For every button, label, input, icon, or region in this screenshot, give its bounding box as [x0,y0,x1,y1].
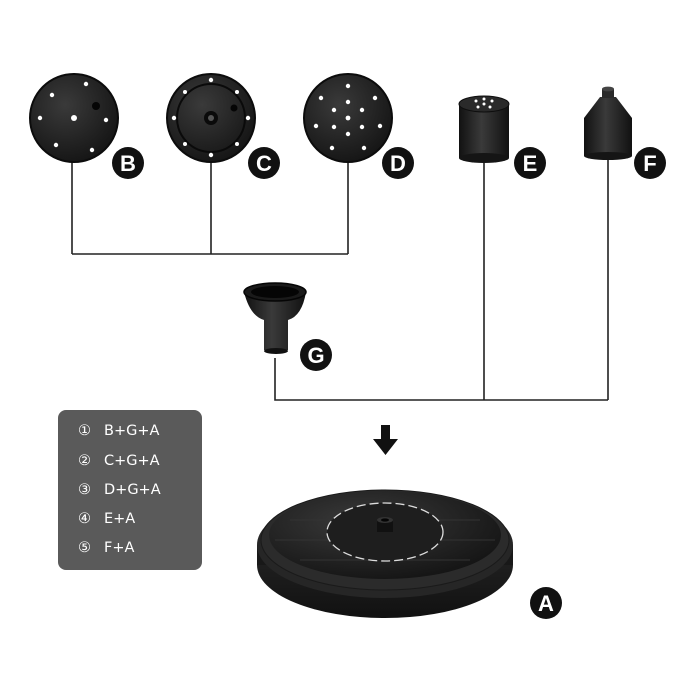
legend-combo: C+G+A [104,453,160,469]
legend-item: ② C+G+A [78,450,160,472]
legend-item: ③ D+G+A [78,479,161,501]
nozzle-c [166,73,256,163]
badge-b-label: B [120,151,136,176]
fountain-base-a [257,489,513,618]
badge-c: C [248,147,280,179]
badge-d: D [382,147,414,179]
combination-legend: ① B+G+A ② C+G+A ③ D+G+A ④ E+A ⑤ F+A [58,410,202,570]
badge-d-label: D [390,151,406,176]
badge-a-label: A [538,591,554,616]
badge-c-label: C [256,151,272,176]
legend-item: ⑤ F+A [78,537,134,559]
badge-e: E [514,147,546,179]
legend-number: ② [78,453,91,469]
legend-combo: E+A [104,511,136,527]
legend-number: ⑤ [78,540,91,556]
legend-number: ④ [78,511,91,527]
legend-number: ③ [78,482,91,498]
legend-combo: D+G+A [104,482,161,498]
legend-combo: F+A [104,540,135,556]
legend-item: ④ E+A [78,508,135,530]
badge-e-label: E [523,151,538,176]
badge-b: B [112,147,144,179]
connector-g [274,358,608,401]
nozzle-d [303,73,393,163]
nozzle-f [584,86,632,160]
badge-a: A [530,587,562,619]
connector-lines [71,160,609,401]
down-arrow-icon [373,425,398,455]
badge-f: F [634,147,666,179]
nozzle-g [243,282,307,354]
legend-number: ① [78,423,91,439]
legend-item: ① B+G+A [78,420,159,442]
nozzle-e [458,95,510,163]
badge-g-label: G [307,343,324,368]
legend-combo: B+G+A [104,423,160,439]
nozzle-b [29,73,119,163]
badge-f-label: F [643,151,656,176]
badge-g: G [300,339,332,371]
